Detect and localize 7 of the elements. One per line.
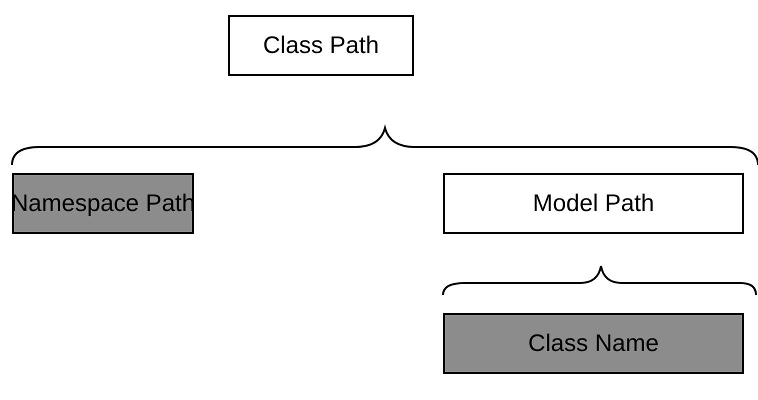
process-box (443, 313, 744, 374)
box-label: Class Path (262, 32, 380, 60)
box-label: Class Name (528, 330, 659, 358)
process-box (443, 173, 744, 234)
box-label: Model Path (532, 190, 654, 218)
process-box (12, 173, 194, 234)
process-box (228, 15, 414, 76)
